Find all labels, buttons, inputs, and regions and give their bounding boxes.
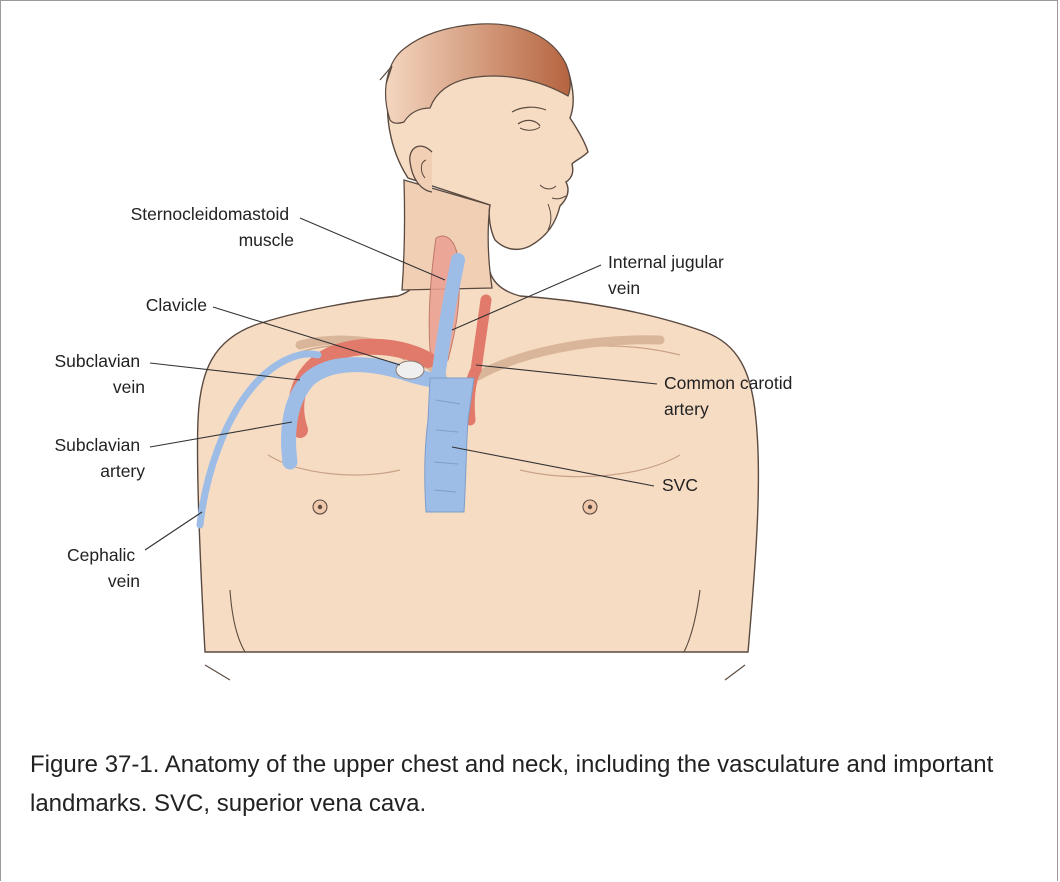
figure-caption: Figure 37-1. Anatomy of the upper chest … <box>30 745 1030 823</box>
label-subclavian-artery: Subclavian artery <box>55 435 146 481</box>
label-svc: SVC <box>662 475 698 495</box>
clavicle-head <box>396 361 424 379</box>
label-sternocleidomastoid: Sternocleidomastoid muscle <box>131 204 294 250</box>
label-clavicle: Clavicle <box>146 295 207 315</box>
chest-neck-anatomy-illustration: Sternocleidomastoid muscle Clavicle Subc… <box>0 0 1060 700</box>
label-subclavian-vein: Subclavian vein <box>55 351 146 397</box>
left-nipple <box>313 500 327 514</box>
right-nipple <box>583 500 597 514</box>
cephalic-vein-leader <box>145 512 202 550</box>
label-internal-jugular: Internal jugular vein <box>608 252 729 298</box>
label-cephalic-vein: Cephalic vein <box>67 545 140 591</box>
